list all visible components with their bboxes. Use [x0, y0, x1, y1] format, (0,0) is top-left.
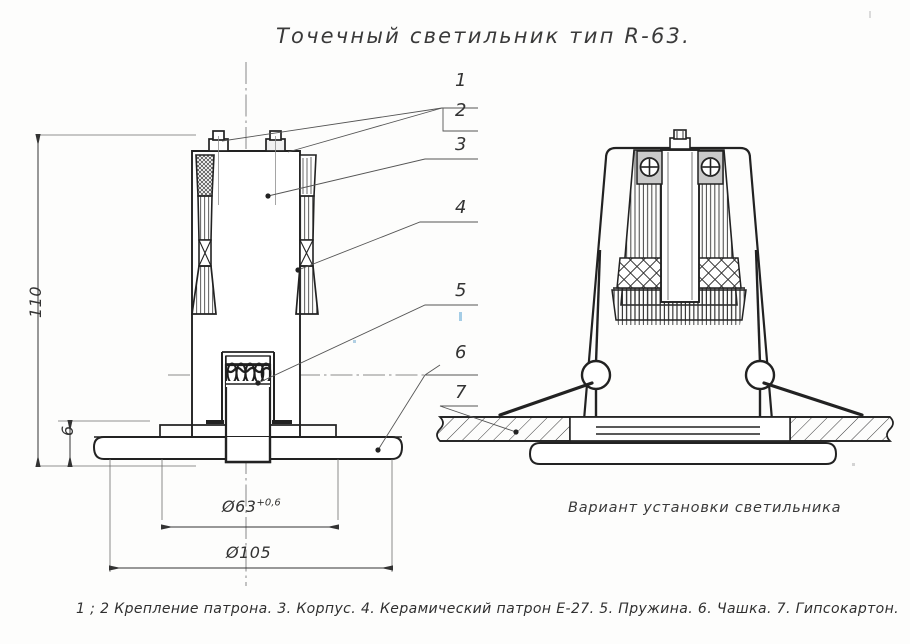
scan-speck — [852, 463, 855, 466]
scan-speck — [459, 312, 462, 321]
scan-speck — [353, 340, 356, 343]
scan-speck — [869, 11, 871, 18]
lamp-skirt-lower — [611, 289, 747, 321]
dim-label-height-110: 110 — [26, 285, 45, 318]
leader-label-1: 1 — [455, 70, 467, 91]
leader-line-3 — [265, 158, 478, 199]
leader-label-6: 6 — [455, 342, 467, 363]
spring-clip-arms — [498, 249, 864, 420]
clip-wing-left — [191, 154, 217, 315]
leader-label-4: 4 — [455, 197, 467, 218]
left-section-view — [35, 62, 478, 586]
leader-label-3: 3 — [455, 134, 467, 155]
leader-line-2 — [287, 107, 443, 153]
clip-wing-right — [295, 154, 319, 315]
lamp-body-outline — [582, 146, 774, 422]
top-stud — [669, 129, 691, 150]
leader-line-1 — [221, 107, 443, 142]
leader-line-5 — [255, 304, 478, 386]
socket-slot — [660, 149, 700, 303]
leader-label-2: 2 — [455, 100, 467, 121]
installed-cup-ring — [528, 442, 838, 465]
right-installation-view — [424, 129, 894, 465]
spring-coil — [225, 355, 272, 387]
cup-flange — [92, 424, 404, 464]
screw-plate-left — [636, 150, 663, 185]
legend-line: 1 ; 2 Крепление патрона. 3. Корпус. 4. К… — [76, 601, 900, 617]
right-view-caption: Вариант установки светильника — [568, 500, 842, 516]
dim-label-bore: Ø63+0,6 — [222, 497, 281, 516]
gypsum-board — [436, 416, 894, 442]
dim-bore-value: Ø63 — [222, 497, 257, 516]
dim-bore-tolerance: +0,6 — [256, 497, 281, 509]
leader-line-4 — [295, 221, 478, 273]
drawing-title: Точечный светильник тип R-63. — [276, 24, 691, 48]
leader-label-7: 7 — [455, 382, 467, 403]
dim-label-flange-6: 6 — [58, 425, 77, 436]
screw-plate-right — [697, 150, 724, 185]
leader-label-5: 5 — [455, 280, 467, 301]
dim-label-outer: Ø105 — [226, 543, 272, 562]
